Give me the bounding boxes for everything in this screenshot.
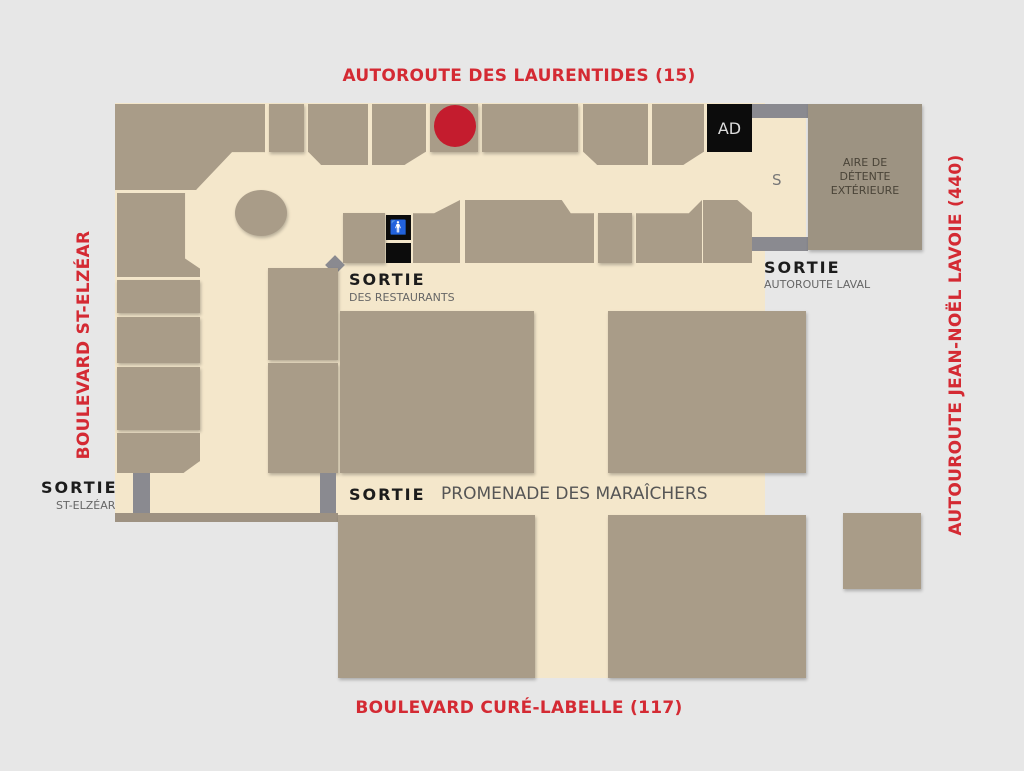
you-are-here-marker <box>434 105 476 147</box>
exit-restaurants-title: SORTIE <box>349 270 426 289</box>
ad-box[interactable]: AD <box>707 104 752 152</box>
store[interactable] <box>703 200 752 263</box>
road-east: AUTOUROUTE JEAN-NOËL LAVOIE (440) <box>946 154 966 536</box>
exit-laval-title: SORTIE <box>764 258 841 277</box>
service-box <box>386 243 411 263</box>
exit-restaurants-subtitle: DES RESTAURANTS <box>349 291 455 304</box>
exit-bar <box>320 473 336 513</box>
store[interactable] <box>117 317 200 363</box>
mall-floor-east <box>752 118 806 248</box>
road-south: BOULEVARD CURÉ-LABELLE (117) <box>355 698 683 718</box>
store-large[interactable] <box>608 311 806 473</box>
terrace-label: AIRE DE DÉTENTE EXTÉRIEURE <box>830 156 900 197</box>
store-large[interactable] <box>338 515 535 678</box>
store[interactable] <box>482 104 578 152</box>
exit-st-elzear-subtitle: ST-ELZÉAR <box>56 499 116 512</box>
store[interactable] <box>117 433 200 473</box>
exit-maraichers-subtitle: PROMENADE DES MARAÎCHERS <box>441 484 708 504</box>
exit-st-elzear-title: SORTIE <box>41 478 118 497</box>
store[interactable] <box>652 104 704 165</box>
store[interactable] <box>268 363 338 473</box>
store[interactable] <box>268 268 338 360</box>
store-large[interactable] <box>340 311 534 473</box>
restroom-icon: 🚹 <box>386 215 411 240</box>
exit-bar <box>752 237 808 251</box>
exit-st-elzear-bar <box>133 473 150 513</box>
store-large[interactable] <box>608 515 806 678</box>
store[interactable] <box>117 367 200 430</box>
mall-floor-south <box>535 515 608 678</box>
exit-laval-subtitle: AUTOROUTE LAVAL <box>764 278 871 291</box>
store[interactable] <box>598 213 632 263</box>
exit-bar <box>752 104 808 118</box>
store[interactable] <box>117 280 200 313</box>
kiosk-oval[interactable] <box>235 190 287 236</box>
terrace-area[interactable]: AIRE DE DÉTENTE EXTÉRIEURE <box>808 104 922 250</box>
road-north: AUTOROUTE DES LAURENTIDES (15) <box>342 66 696 86</box>
store[interactable] <box>372 104 426 165</box>
store[interactable] <box>343 213 385 263</box>
store[interactable] <box>308 104 368 165</box>
store[interactable] <box>269 104 304 152</box>
wall <box>115 513 338 522</box>
road-west: BOULEVARD ST-ELZÉAR <box>74 230 94 460</box>
store[interactable] <box>583 104 648 165</box>
store-outparcel[interactable] <box>843 513 921 589</box>
s-label: S <box>772 171 782 189</box>
exit-maraichers-title: SORTIE <box>349 485 426 504</box>
